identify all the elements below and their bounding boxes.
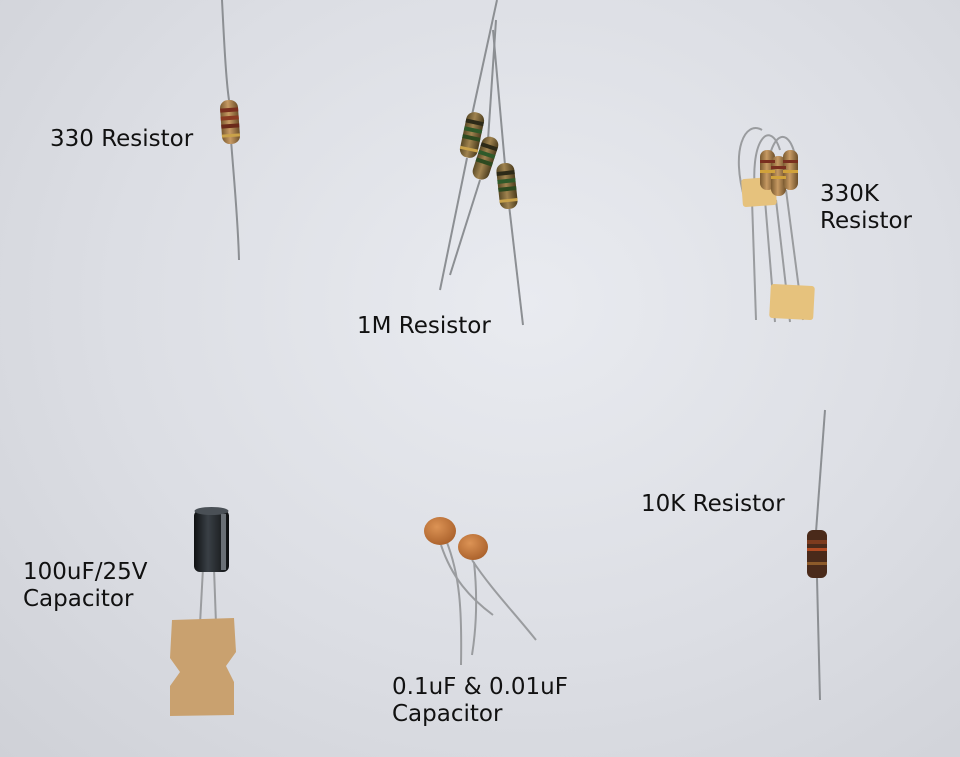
label-330k-line1: 330K bbox=[820, 181, 879, 207]
resistor-330 bbox=[220, 0, 241, 261]
label-330k-resistor: 330K Resistor bbox=[820, 181, 912, 235]
capacitor-100uf bbox=[170, 507, 236, 716]
label-330-resistor: 330 Resistor bbox=[50, 126, 194, 152]
resistor-10k bbox=[807, 409, 827, 701]
label-ceramic-line2: Capacitor bbox=[392, 701, 503, 727]
resistor-1m-group bbox=[439, 0, 524, 326]
capacitor-ceramic-pair bbox=[424, 517, 537, 666]
label-100uf-capacitor: 100uF/25V Capacitor bbox=[23, 559, 147, 613]
label-100uf-line2: Capacitor bbox=[23, 586, 134, 612]
label-1m-resistor: 1M Resistor bbox=[357, 313, 491, 339]
label-ceramic-capacitor: 0.1uF & 0.01uF Capacitor bbox=[392, 674, 568, 728]
label-10k-resistor: 10K Resistor bbox=[641, 491, 785, 517]
label-330k-line2: Resistor bbox=[820, 208, 912, 234]
label-ceramic-line1: 0.1uF & 0.01uF bbox=[392, 674, 568, 700]
resistor-330k-group bbox=[737, 127, 815, 323]
label-100uf-line1: 100uF/25V bbox=[23, 559, 148, 585]
